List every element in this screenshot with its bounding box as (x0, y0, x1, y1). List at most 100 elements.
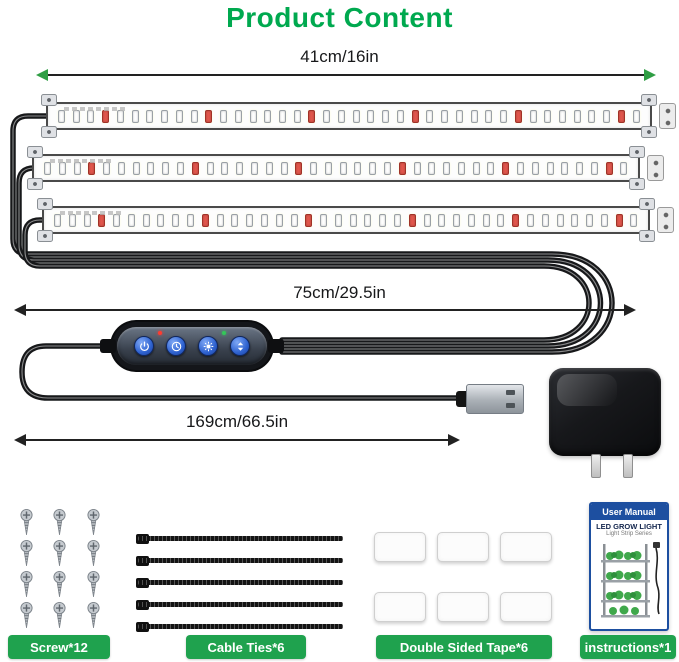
white-led (443, 161, 451, 175)
label-screws: Screw*12 (8, 635, 110, 659)
white-led (339, 161, 347, 175)
white-led (275, 213, 283, 227)
label-tape: Double Sided Tape*6 (376, 635, 552, 659)
power-button (134, 336, 154, 356)
led-strip-1 (41, 94, 676, 138)
white-led (556, 213, 564, 227)
white-led (234, 109, 242, 123)
red-led (512, 213, 520, 227)
manual-subheading: Light Strip Series (606, 531, 652, 537)
white-led (573, 109, 581, 123)
usb-contact-window (506, 403, 515, 408)
white-led (249, 109, 257, 123)
white-led (177, 161, 185, 175)
dimension-arrow-strip-length (36, 69, 656, 81)
white-led (393, 213, 401, 227)
pcb-print (50, 159, 114, 163)
led-row (54, 213, 638, 227)
white-led (453, 213, 461, 227)
white-led (632, 109, 640, 123)
tape-pad (500, 592, 552, 622)
usb-plug (456, 384, 528, 414)
mounting-clip (41, 94, 57, 138)
white-led (472, 161, 480, 175)
white-led (541, 213, 549, 227)
white-led (323, 109, 331, 123)
white-led (216, 213, 224, 227)
manual-title: User Manual (591, 504, 667, 520)
cable-tie (136, 555, 343, 566)
white-led (172, 213, 180, 227)
controller-buttons (112, 322, 272, 370)
white-led (576, 161, 584, 175)
mounting-clip (37, 198, 53, 242)
white-led (265, 161, 273, 175)
dimension-label-main-cable: 169cm/66.5in (185, 412, 289, 431)
red-led (295, 161, 303, 175)
brightness-button (198, 336, 218, 356)
mode-button (230, 336, 250, 356)
red-led (102, 109, 110, 123)
white-led (588, 109, 596, 123)
white-led (455, 109, 463, 123)
dimension-arrow-middle-cable (14, 304, 636, 316)
white-led (103, 161, 111, 175)
cable-tie (136, 533, 343, 544)
white-led (206, 161, 214, 175)
screw (49, 508, 70, 537)
white-led (290, 213, 298, 227)
usb-contact-window (506, 390, 515, 395)
red-led (88, 161, 96, 175)
white-led (161, 109, 169, 123)
red-led (205, 109, 213, 123)
mounting-clip (629, 146, 645, 190)
dimension-label-middle-cable: 75cm/29.5in (293, 283, 386, 302)
dimension-label-strip-length: 41cm/16in (300, 47, 379, 66)
manual-heading: LED GROW LIGHT (596, 522, 662, 531)
tape-pad (437, 532, 489, 562)
white-led (379, 213, 387, 227)
white-led (320, 213, 328, 227)
white-led (131, 109, 139, 123)
usb-metal-shell (466, 384, 524, 414)
tape-pad (374, 532, 426, 562)
white-led (438, 213, 446, 227)
strip-bar (32, 154, 640, 182)
white-led (527, 213, 534, 227)
white-led (544, 109, 552, 123)
power-adapter (549, 368, 661, 478)
white-led (457, 161, 465, 175)
white-led (132, 161, 140, 175)
red-led (411, 109, 419, 123)
white-led (482, 213, 490, 227)
red-led (615, 213, 623, 227)
white-led (187, 213, 195, 227)
screw (16, 601, 37, 630)
white-led (73, 161, 81, 175)
cable-tie (136, 577, 343, 588)
white-led (529, 109, 537, 123)
white-led (334, 213, 342, 227)
white-led (44, 161, 51, 175)
inline-controller (100, 322, 284, 370)
white-led (497, 213, 505, 227)
end-connector (647, 155, 664, 181)
screw (49, 570, 70, 599)
white-led (423, 213, 431, 227)
white-led (157, 213, 165, 227)
strip-bar (46, 102, 652, 130)
white-led (246, 213, 254, 227)
tape-group (374, 532, 552, 622)
sun-icon (203, 341, 213, 351)
white-led (116, 109, 124, 123)
white-led (260, 213, 268, 227)
timer-icon (171, 341, 181, 351)
manual-booklet: User Manual LED GROW LIGHT Light Strip S… (589, 502, 669, 631)
screw (49, 601, 70, 630)
screw (16, 570, 37, 599)
mounting-clip (27, 146, 43, 190)
white-led (467, 213, 475, 227)
pcb-print (60, 211, 124, 215)
screw (83, 570, 104, 599)
